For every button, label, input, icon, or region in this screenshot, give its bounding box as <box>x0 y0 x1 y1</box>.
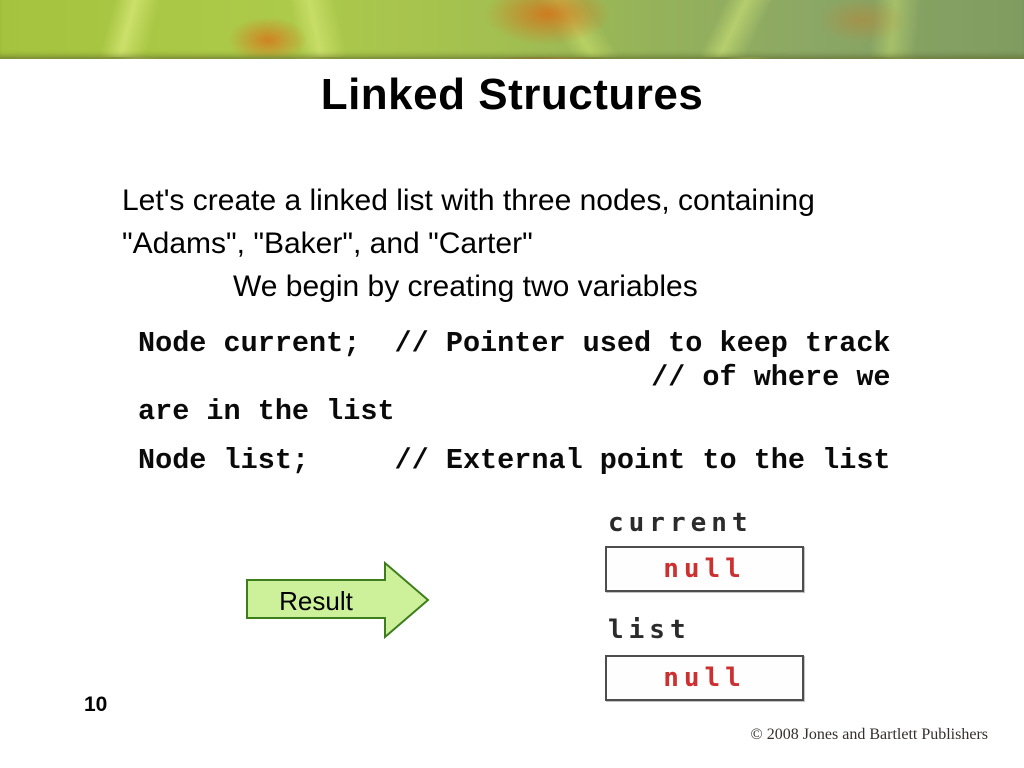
result-arrow-icon <box>246 560 430 640</box>
code-declaration-current: Node current; // Pointer used to keep tr… <box>138 327 891 428</box>
result-arrow-shape <box>246 560 430 640</box>
paragraph-line-2: "Adams", "Baker", and "Carter" <box>122 227 533 260</box>
variable-box-list: null <box>605 655 804 701</box>
paragraph-line-1: Let's create a linked list with three no… <box>122 184 815 217</box>
copyright-notice: © 2008 Jones and Bartlett Publishers <box>750 726 988 743</box>
page-title: Linked Structures <box>320 70 704 119</box>
variable-label-current: current <box>608 508 753 538</box>
variable-value-current: null <box>663 554 746 584</box>
page-number: 10 <box>84 693 108 716</box>
variable-label-list: list <box>608 615 691 645</box>
variable-value-list: null <box>663 663 746 693</box>
header-image <box>0 0 1024 59</box>
code-declaration-list: Node list; // External point to the list <box>138 444 891 477</box>
paragraph-line-3: We begin by creating two variables <box>233 270 698 303</box>
body-paragraph: Let's create a linked list with three no… <box>122 179 952 308</box>
result-arrow-label: Result <box>279 586 353 616</box>
variable-box-current: null <box>605 546 804 592</box>
